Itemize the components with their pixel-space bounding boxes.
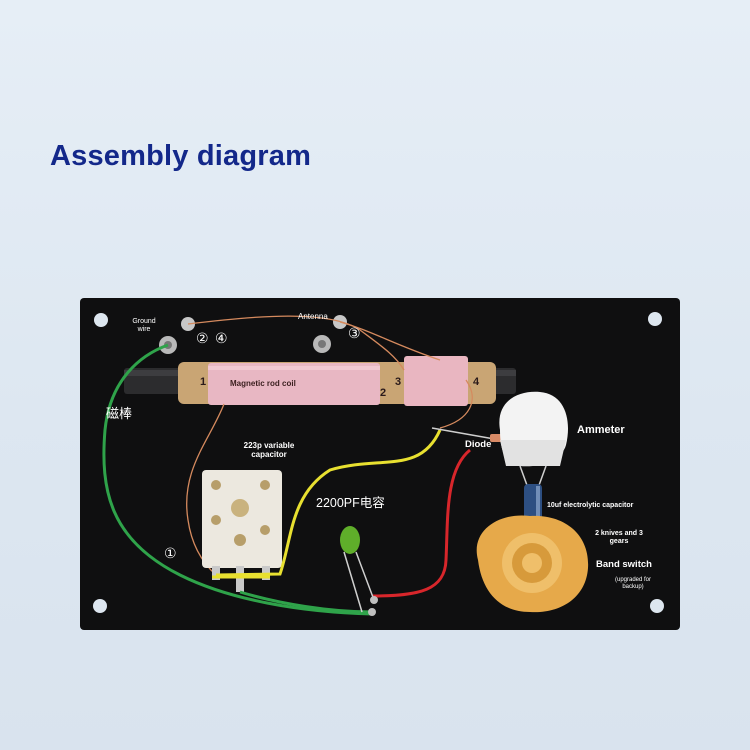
variable-capacitor-label: 223p variable capacitor [243, 441, 295, 459]
ammeter-label: Ammeter [577, 424, 625, 436]
antenna-label: Antenna [298, 312, 328, 321]
mount-hole [648, 312, 662, 326]
diode-label: Diode [465, 439, 492, 450]
coil-mark-2: 2 [380, 387, 387, 399]
mount-hole [93, 599, 107, 613]
electrolytic-capacitor-label: 10uf electrolytic capacitor [547, 502, 634, 509]
page-title: Assembly diagram [50, 140, 312, 172]
coil-mark-3: 3 [395, 376, 402, 388]
green-wire [102, 343, 373, 616]
ceramic-capacitor [340, 526, 378, 616]
coil-secondary [404, 356, 468, 406]
marker-1: ① [164, 545, 177, 561]
mount-hole [650, 599, 664, 613]
marker-4: ④ [215, 330, 228, 346]
mount-hole [94, 313, 108, 327]
band-switch [476, 515, 589, 613]
upgraded-label: (upgraded for backup) [614, 577, 652, 590]
ground-wire-label: Ground wire [132, 318, 156, 333]
antenna-terminal [313, 315, 347, 353]
electrolytic-capacitor [524, 484, 542, 524]
coil-mark-4: 4 [473, 376, 480, 388]
knives-gears-label: 2 knives and 3 gears [595, 530, 643, 545]
magnetic-rod-coil [208, 363, 380, 405]
capacitor-2200pf-label: 2200PF电容 [316, 496, 385, 510]
marker-3: ③ [348, 325, 361, 341]
red-wire [371, 448, 471, 598]
magnetic-rod-label: 磁棒 [106, 406, 133, 421]
yellow-wire [215, 429, 442, 577]
band-switch-label: Band switch [596, 559, 652, 570]
marker-2: ② [196, 330, 209, 346]
coil-mark-1: 1 [200, 376, 207, 388]
magnetic-rod-coil-label: Magnetic rod coil [230, 379, 296, 388]
variable-capacitor [202, 470, 282, 592]
